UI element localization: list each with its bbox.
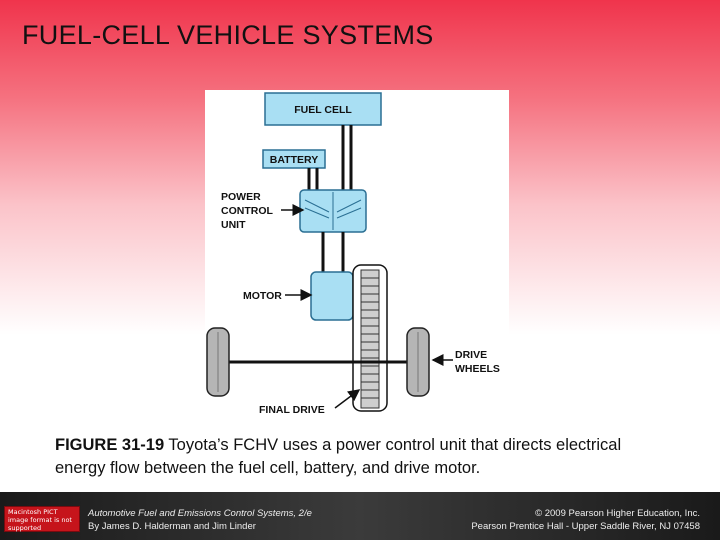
battery-box xyxy=(262,149,326,169)
gear-teeth xyxy=(361,277,379,399)
book-authors: By James D. Halderman and Jim Linder xyxy=(88,521,256,532)
final-drive-label: FINAL DRIVE xyxy=(259,404,325,416)
drive-wheels-label-line-1: DRIVE xyxy=(455,349,487,361)
pcu-fin-right xyxy=(336,199,362,219)
pcu-label-line-2: CONTROL xyxy=(221,205,273,217)
final-drive-gear xyxy=(360,269,380,409)
slide-title: FUEL-CELL VEHICLE SYSTEMS xyxy=(22,20,434,50)
publisher-address: Pearson Prentice Hall - Upper Saddle Riv… xyxy=(471,521,700,532)
figure-panel: FUEL CELL BATTERY xyxy=(205,90,509,418)
fuel-cell-label: FUEL CELL xyxy=(294,104,352,116)
battery-label: BATTERY xyxy=(270,154,318,166)
fuel-cell-box xyxy=(264,92,382,126)
figure-caption: FIGURE 31-19 Toyota’s FCHV uses a power … xyxy=(55,434,675,480)
book-title: Automotive Fuel and Emissions Control Sy… xyxy=(88,508,312,519)
slide-footer: Macintosh PICT image format is not suppo… xyxy=(0,492,720,540)
final-drive-arrow xyxy=(334,389,361,409)
caption-text: Toyota’s FCHV uses a power control unit … xyxy=(55,436,622,477)
pcu-fin-left xyxy=(304,199,330,219)
figure-number: FIGURE 31-19 xyxy=(55,436,165,454)
motor-label: MOTOR xyxy=(243,290,282,302)
footer-publisher-info: © 2009 Pearson Higher Education, Inc. Pe… xyxy=(471,507,700,533)
drive-wheels-label-line-2: WHEELS xyxy=(455,363,500,375)
unsupported-image-badge: Macintosh PICT image format is not suppo… xyxy=(4,506,80,532)
motor-box xyxy=(310,271,354,321)
fuel-cell-vehicle-diagram: FUEL CELL BATTERY xyxy=(206,92,500,416)
pcu-label-line-3: UNIT xyxy=(221,219,246,231)
footer-book-info: Automotive Fuel and Emissions Control Sy… xyxy=(88,507,312,533)
pcu-label-line-1: POWER xyxy=(221,191,261,203)
copyright-notice: © 2009 Pearson Higher Education, Inc. xyxy=(535,508,700,519)
